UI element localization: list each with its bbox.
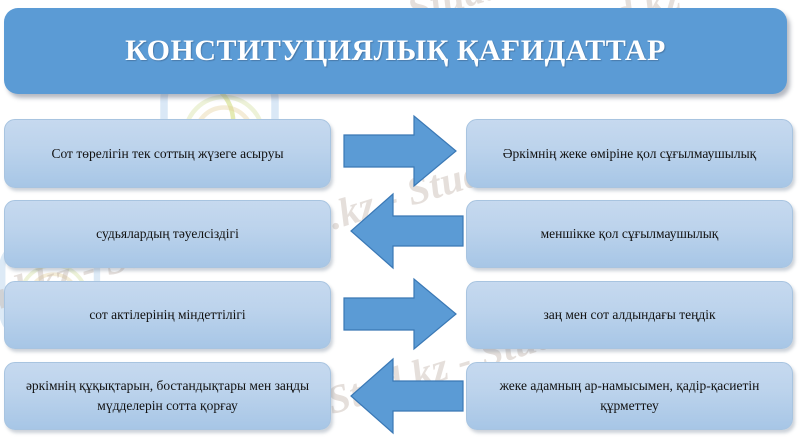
arrow-left-icon <box>350 190 464 270</box>
principle-box-right-1[interactable]: Әркімнің жеке өміріне қол сұғылмаушылық <box>466 119 793 188</box>
arrow-right-icon <box>343 114 457 188</box>
principle-label: заң мен сот алдындағы теңдік <box>543 307 716 323</box>
principle-box-left-2[interactable]: судьялардың тәуелсіздігі <box>4 200 331 268</box>
principle-label: сот актілерінің міндеттілігі <box>89 307 246 323</box>
principle-box-left-4[interactable]: әркімнің құқықтарын, бостандықтары мен з… <box>4 362 331 430</box>
arrow-right-icon <box>343 277 457 351</box>
principle-label: Сот төрелігін тек соттың жүзеге асыруы <box>51 145 284 161</box>
principle-box-right-3[interactable]: заң мен сот алдындағы теңдік <box>466 281 793 349</box>
page-title: КОНСТИТУЦИЯЛЫҚ ҚАҒИДАТТАР <box>125 34 666 67</box>
header-banner: КОНСТИТУЦИЯЛЫҚ ҚАҒИДАТТАР <box>4 8 787 94</box>
principle-label: судьялардың тәуелсіздігі <box>96 226 239 242</box>
principle-label: жеке адамның ар-намысымен, қадір-қасиеті… <box>499 378 760 413</box>
principle-label: әркімнің құқықтарын, бостандықтары мен з… <box>25 378 310 413</box>
principle-box-left-1[interactable]: Сот төрелігін тек соттың жүзеге асыруы <box>4 119 331 188</box>
principle-label: меншікке қол сұғылмаушылық <box>540 226 719 242</box>
arrow-left-icon <box>350 355 464 435</box>
principle-box-right-4[interactable]: жеке адамның ар-намысымен, қадір-қасиеті… <box>466 362 793 430</box>
principle-label: Әркімнің жеке өміріне қол сұғылмаушылық <box>502 145 757 161</box>
principle-box-left-3[interactable]: сот актілерінің міндеттілігі <box>4 281 331 349</box>
principle-box-right-2[interactable]: меншікке қол сұғылмаушылық <box>466 200 793 268</box>
